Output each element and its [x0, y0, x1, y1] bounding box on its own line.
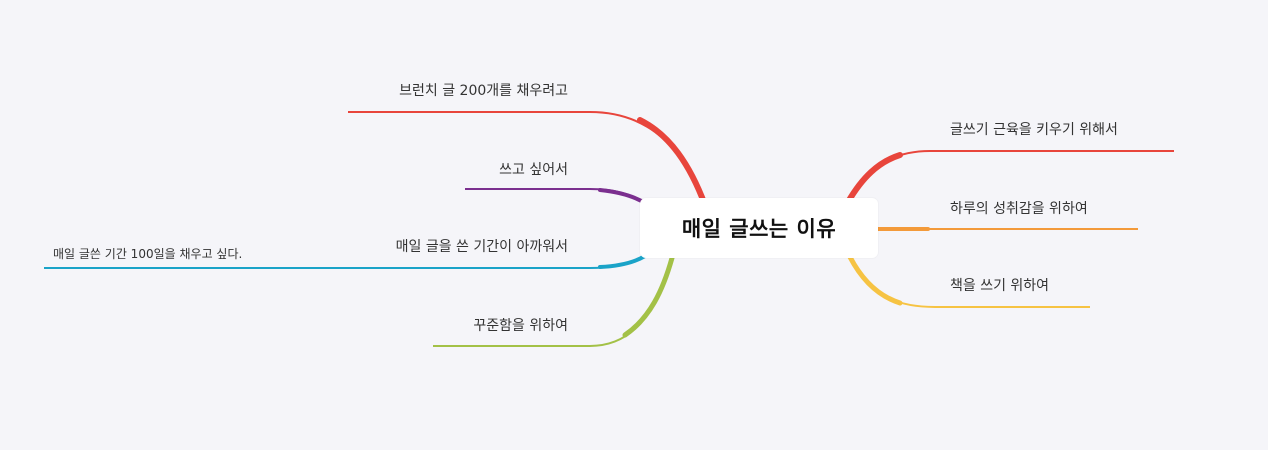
branch-left-4[interactable]: 꾸준함을 위하여: [433, 255, 675, 347]
central-topic[interactable]: 매일 글쓰는 이유: [640, 198, 878, 258]
branch-connector-thick: [598, 254, 647, 269]
branch-label: 쓰고 싶어서: [499, 162, 568, 178]
branch-label: 브런치 글 200개를 채우려고: [399, 83, 568, 99]
branch-left-1[interactable]: 브런치 글 200개를 채우려고: [348, 83, 708, 208]
branch-connector-thick: [637, 117, 708, 208]
central-topic-label: 매일 글쓰는 이유: [681, 217, 837, 241]
branch-right-2[interactable]: 하루의 성취감을 위하여: [876, 201, 1138, 231]
branch-label: 하루의 성취감을 위하여: [950, 201, 1088, 217]
branch-label: 책을 쓰기 위하여: [950, 278, 1049, 294]
branch-right-1[interactable]: 글쓰기 근육을 키우기 위해서: [845, 122, 1174, 205]
branch-connector-thick: [598, 188, 647, 205]
branch-connector-thick: [845, 152, 903, 205]
branch-right-3[interactable]: 책을 쓰기 위하여: [847, 254, 1090, 308]
branch-label: 매일 글을 쓴 기간이 아까워서: [396, 239, 568, 255]
branch-left-3[interactable]: 매일 글을 쓴 기간이 아까워서 매일 글쓴 기간 100일을 채우고 싶다.: [44, 239, 647, 269]
sub-branch-label[interactable]: 매일 글쓴 기간 100일을 채우고 싶다.: [53, 247, 242, 261]
branch-connector-thick: [847, 254, 903, 306]
branch-label: 글쓰기 근육을 키우기 위해서: [950, 122, 1118, 138]
branch-label: 꾸준함을 위하여: [473, 318, 568, 334]
branch-connector-thick: [622, 255, 675, 338]
branch-left-2[interactable]: 쓰고 싶어서: [465, 162, 647, 205]
